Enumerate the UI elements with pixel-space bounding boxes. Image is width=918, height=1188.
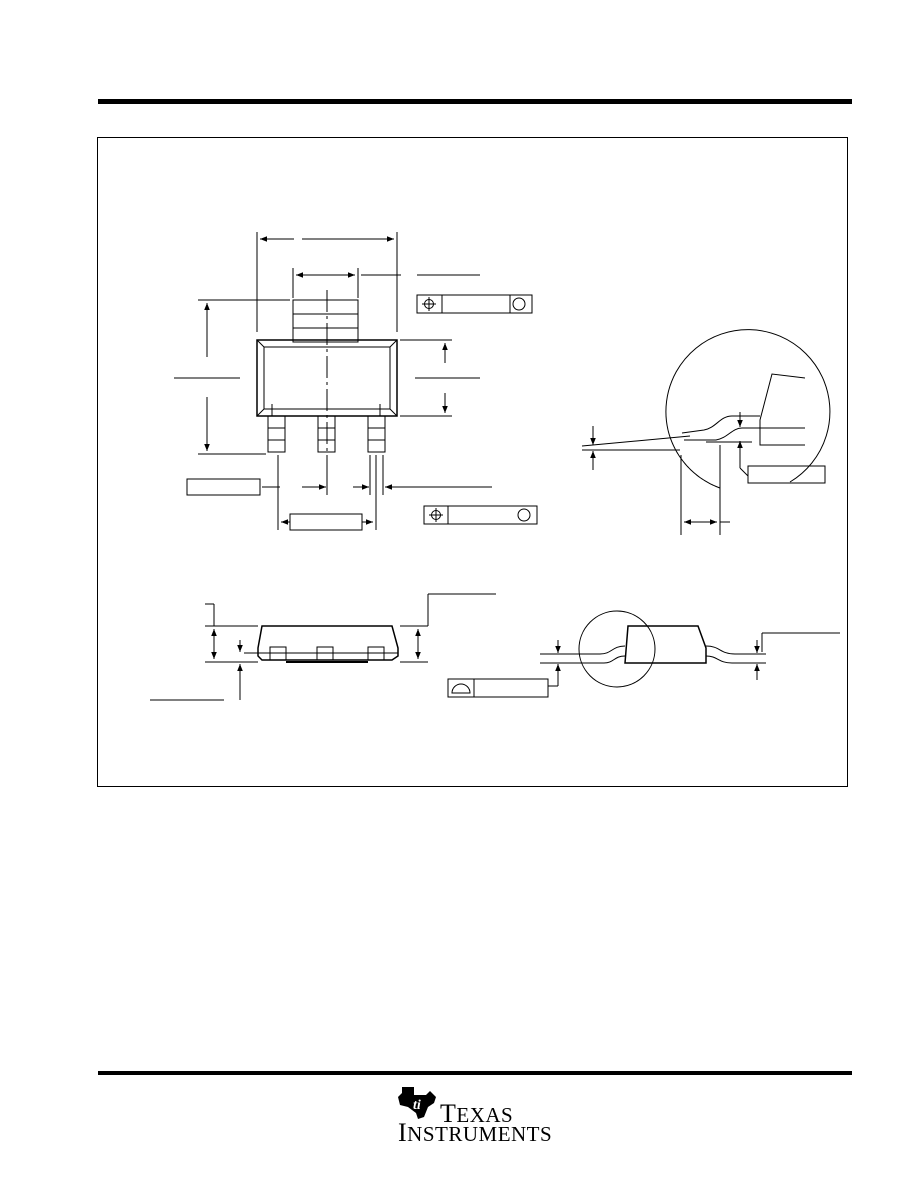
side-detail-circle — [578, 610, 656, 688]
top-tab — [292, 299, 359, 343]
circle-icon — [512, 297, 526, 311]
top-view — [174, 232, 538, 531]
bottom-rule — [98, 1071, 852, 1075]
half-circle-icon — [451, 683, 471, 694]
label-box-pitch-total — [289, 513, 363, 531]
detail-view — [581, 329, 831, 535]
lead-3 — [367, 404, 386, 453]
detail-circle — [665, 329, 831, 483]
label-box-lead-thickness — [747, 465, 826, 484]
lead-1 — [267, 404, 286, 453]
logo-text-instruments: INSTRUMENTS — [398, 1118, 553, 1147]
side-view — [150, 593, 496, 701]
texas-instruments-logo: ti TEXAS INSTRUMENTS — [396, 1085, 556, 1147]
ti-state-outline-icon: ti — [398, 1087, 436, 1119]
drawing-frame — [97, 137, 848, 787]
profile-tolerance-frame — [447, 678, 549, 698]
side-body — [257, 625, 399, 661]
top-rule — [98, 99, 852, 104]
svg-text:ti: ti — [413, 1098, 421, 1113]
circle-icon — [517, 508, 531, 522]
position-tolerance-frame-1 — [416, 294, 533, 314]
logo-text-texas: TEXAS — [440, 1099, 514, 1128]
label-box-pitch — [186, 478, 261, 496]
side-detail-view — [447, 610, 840, 698]
position-tolerance-frame-2 — [423, 505, 538, 525]
